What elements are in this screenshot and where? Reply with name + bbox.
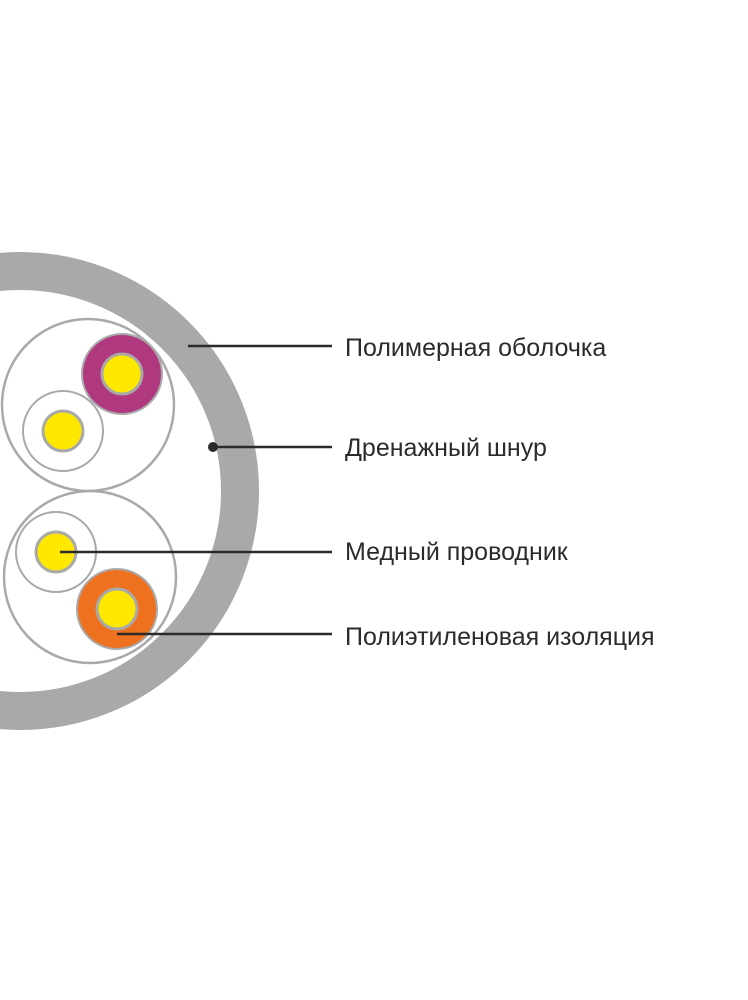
conductor-upper-right <box>100 352 144 396</box>
upper-pair <box>0 317 176 493</box>
label-copper-conductor: Медный проводник <box>345 538 569 566</box>
conductor-upper-left <box>41 409 85 453</box>
label-drain-wire: Дренажный шнур <box>345 434 547 462</box>
polymer-jacket <box>0 252 259 730</box>
label-jacket: Полимерная оболочка <box>345 334 606 362</box>
conductor-lower-right <box>95 587 139 631</box>
label-pe-insulation: Полиэтиленовая изоляция <box>345 623 655 651</box>
lower-pair <box>2 489 178 665</box>
